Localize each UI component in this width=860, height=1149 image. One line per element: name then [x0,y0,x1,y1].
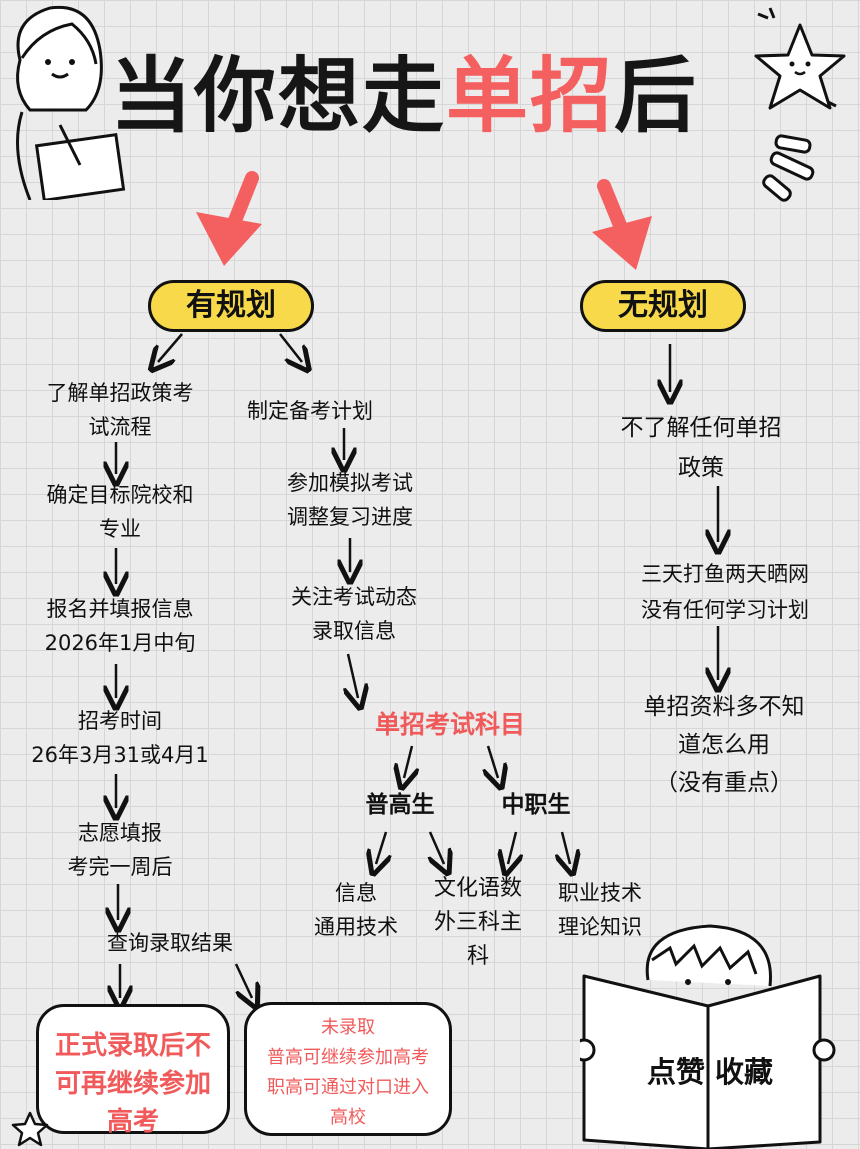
subject-info-tech: 信息 通用技术 [314,881,398,939]
small-star-icon [11,1111,49,1147]
arrow [404,745,412,778]
step-register: 报名并填报信息 2026年1月中旬 [44,597,196,655]
arrow [158,333,183,362]
star-icon [754,7,846,202]
step-mock-exam: 参加模拟考试 调整复习进度 [287,471,413,529]
step-study-plan: 制定备考计划 [247,399,373,423]
step-fill-wishes: 志愿填报 考完一周后 [67,821,173,879]
arrow [279,333,302,362]
arrow [488,745,498,778]
big-red-arrow-left [196,171,262,266]
subject-vocational: 职业技术 理论知识 [558,881,642,939]
arrow [562,831,570,864]
vocational-student-label: 中职生 [501,792,571,818]
result-admitted-box: 正式录取后不 可再继续参加 高考 [36,1004,230,1137]
exam-subjects-heading: 单招考试科目 [374,710,525,739]
unplanned-no-focus: 单招资料多不知 道怎么用 （没有重点） [643,694,805,796]
arrow [348,653,358,698]
step-understand-policy: 了解单招政策考 试流程 [46,381,194,439]
like-collect-text: 点赞 收藏 [646,1055,774,1089]
step-follow-news: 关注考试动态 录取信息 [291,585,417,643]
girl-reading-book-icon [580,924,836,1149]
planned-label: 有规划 [148,280,314,332]
step-check-results: 查询录取结果 [107,931,233,955]
arrow [508,831,516,864]
girl-drawing-icon [16,5,126,200]
step-exam-time: 招考时间 26年3月31或4月1 [31,709,209,767]
general-student-label: 普高生 [365,792,435,818]
result-not-admitted-box: 未录取 普高可继续参加高考 职高可通过对口进入 高校 [244,1002,452,1136]
step-choose-school: 确定目标院校和 专业 [46,483,194,541]
arrow [376,831,386,864]
subject-culture: 文化语数 外三科主 科 [433,876,522,969]
unplanned-label: 无规划 [580,280,746,332]
arrow [234,963,252,998]
unplanned-no-policy: 不了解任何单招 政策 [620,415,782,481]
big-red-arrow-right [592,179,652,270]
unplanned-no-study-plan: 三天打鱼两天晒网 没有任何学习计划 [641,562,809,622]
page-title: 当你想走单招后 [110,49,699,144]
arrow [430,831,444,864]
